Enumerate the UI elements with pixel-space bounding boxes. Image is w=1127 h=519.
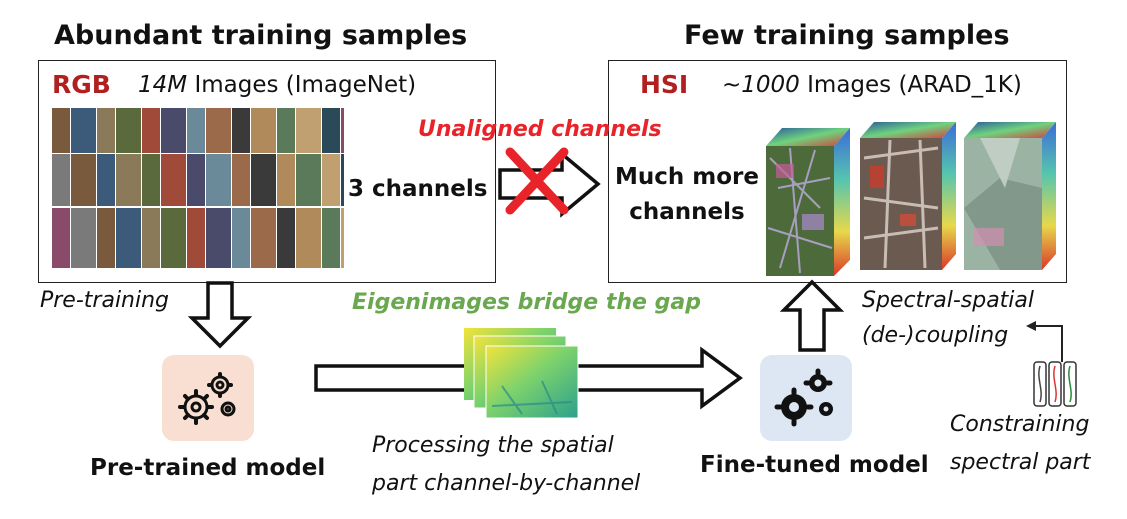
- mosaic-tile: [187, 154, 205, 206]
- hsi-channels-line1: Much more: [615, 164, 759, 190]
- cube1-top: [766, 128, 850, 146]
- mosaic-tile: [251, 108, 276, 153]
- rgb-count: 14M: [138, 72, 188, 98]
- process-line1: Processing the spatial: [372, 433, 614, 458]
- mosaic-tile: [52, 154, 70, 206]
- mosaic-tile: [232, 208, 250, 268]
- mosaic-tile: [142, 154, 160, 206]
- hsi-desc-text: Images (ARAD_1K): [807, 72, 1022, 98]
- left-heading: Abundant training samples: [54, 20, 468, 51]
- eigenimages-graphic: [464, 328, 579, 419]
- cube3-top: [964, 122, 1056, 138]
- mosaic-tile: [116, 108, 141, 153]
- mosaic-tile: [97, 108, 115, 153]
- rgb-description: 14M Images (ImageNet): [138, 72, 416, 98]
- mosaic-tile: [142, 208, 160, 268]
- cube1-side: [834, 128, 850, 276]
- hsi-tag: HSI: [640, 70, 689, 99]
- mosaic-tile: [251, 154, 276, 206]
- mosaic-tile: [341, 208, 344, 268]
- finetuned-label: Fine-tuned model: [700, 452, 929, 478]
- mosaic-tile: [97, 154, 115, 206]
- mosaic-tile: [206, 154, 231, 206]
- pretraining-label: Pre-training: [40, 288, 170, 313]
- mosaic-tile: [187, 108, 205, 153]
- unaligned-label: Unaligned channels: [418, 117, 662, 142]
- right-heading: Few training samples: [684, 20, 1010, 51]
- arrow-down-icon: [187, 280, 253, 350]
- mosaic-tile: [116, 154, 141, 206]
- hsi-description: ~1000 Images (ARAD_1K): [722, 72, 1022, 98]
- arrow-right-icon: [498, 150, 601, 218]
- constrain-line2: spectral part: [950, 450, 1091, 475]
- mosaic-tile: [322, 208, 340, 268]
- mosaic-tile: [206, 108, 231, 153]
- pretrained-label: Pre-trained model: [90, 455, 326, 481]
- mosaic-tile: [341, 154, 344, 206]
- hsi-cubes: [760, 118, 1060, 276]
- hsi-cubes-graphic: [766, 122, 1056, 276]
- mosaic-tile: [277, 208, 295, 268]
- gears-icon: [760, 355, 852, 441]
- eigen-label: Eigenimages bridge the gap: [352, 290, 701, 315]
- rgb-tag: RGB: [52, 70, 111, 99]
- mosaic-tile: [161, 208, 186, 268]
- mosaic-tile: [161, 108, 186, 153]
- cube2-top: [860, 122, 956, 138]
- hsi-count: 1000: [741, 72, 800, 98]
- hsi-prefix: ~: [722, 72, 742, 98]
- mosaic-tile: [71, 208, 96, 268]
- mosaic-tile: [97, 208, 115, 268]
- crossed-arrow: [496, 148, 604, 220]
- mosaic-tile: [322, 154, 340, 206]
- spectral-line2: (de-)coupling: [862, 323, 1009, 348]
- spectral-line1: Spectral-spatial: [862, 288, 1035, 313]
- mosaic-tile: [296, 208, 321, 268]
- imagenet-mosaic-graphic: [52, 108, 344, 268]
- constrain-line1: Constraining: [950, 412, 1090, 437]
- rgb-desc-text: Images (ImageNet): [194, 72, 417, 98]
- imagenet-mosaic: [52, 108, 344, 272]
- process-line2: part channel-by-channel: [372, 471, 641, 496]
- mosaic-tile: [71, 154, 96, 206]
- cross-icon: [502, 146, 572, 216]
- finetuned-model-box: [760, 355, 852, 441]
- mosaic-tile: [52, 108, 70, 153]
- mosaic-tile: [161, 154, 186, 206]
- pretrained-model-box: [162, 355, 254, 441]
- rgb-channels: 3 channels: [348, 176, 488, 202]
- cube3-side: [1042, 122, 1056, 270]
- mosaic-tile: [232, 108, 250, 153]
- hsi-channels-line2: channels: [629, 199, 745, 225]
- cube2-side: [942, 122, 956, 270]
- mosaic-tile: [71, 108, 96, 153]
- mosaic-tile: [251, 208, 276, 268]
- mosaic-tile: [277, 108, 295, 153]
- arrow-up-icon: [779, 278, 845, 354]
- mosaic-tile: [296, 108, 321, 153]
- elbow-arrow-icon: [1024, 316, 1070, 364]
- mosaic-tile: [206, 208, 231, 268]
- mosaic-tile: [52, 208, 70, 268]
- mosaic-tile: [116, 208, 141, 268]
- mosaic-tile: [296, 154, 321, 206]
- gears-icon: [162, 355, 254, 441]
- mosaic-tile: [322, 108, 340, 153]
- spectral-matrix-icon: [1030, 360, 1080, 410]
- mosaic-tile: [142, 108, 160, 153]
- mosaic-tile: [341, 108, 344, 153]
- eigenimages-stack: [462, 326, 582, 422]
- mosaic-tile: [187, 208, 205, 268]
- mosaic-tile: [277, 154, 295, 206]
- mosaic-tile: [232, 154, 250, 206]
